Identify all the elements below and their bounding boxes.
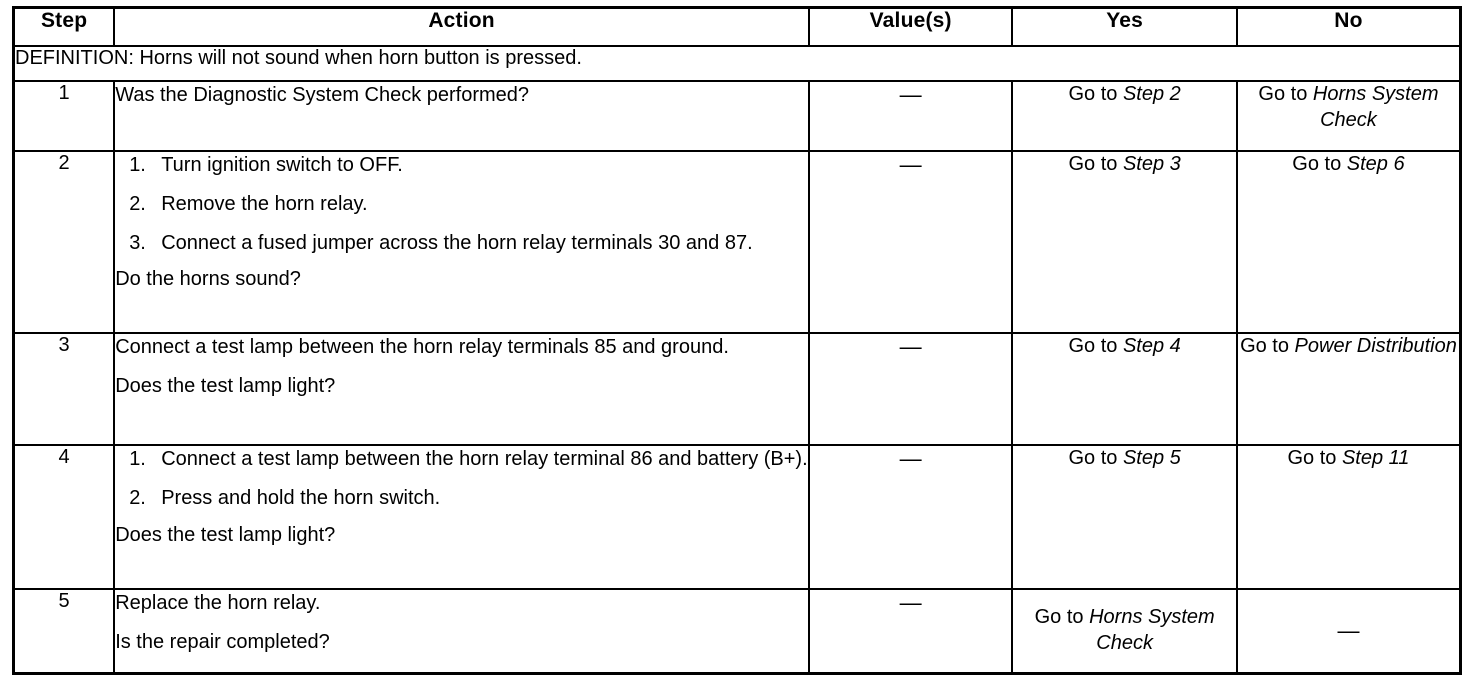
- no-goto-target: Horns System Check: [1312, 83, 1439, 131]
- diagnostic-procedure-table: Step Action Value(s) Yes No DEFINITION: …: [12, 6, 1462, 675]
- definition-text: DEFINITION: Horns will not sound when ho…: [12, 45, 1462, 82]
- action-line: Connect a test lamp between the horn rel…: [115, 336, 729, 358]
- no-branch-cell: Go to Power Distribution: [1235, 332, 1462, 446]
- substep-text: Turn ignition switch to OFF.: [161, 154, 403, 176]
- substep-number: 2.: [129, 192, 146, 215]
- no-goto-prefix: Go to: [1292, 153, 1347, 175]
- step-number: 5: [12, 588, 116, 675]
- yes-goto-target: Step 3: [1122, 153, 1181, 175]
- step-number: 4: [12, 444, 116, 590]
- yes-branch-cell: Go to Step 4: [1011, 332, 1238, 446]
- list-item: 1. Connect a test lamp between the horn r…: [115, 446, 808, 473]
- no-branch-cell: Go to Step 11: [1235, 444, 1462, 590]
- substep-text: Remove the horn relay.: [161, 192, 368, 215]
- action-question: Is the repair completed?: [115, 630, 330, 653]
- no-goto-target: Step 6: [1346, 153, 1405, 175]
- action-cell: Replace the horn relay. Is the repair co…: [113, 588, 810, 675]
- table-header-row: Step Action Value(s) Yes No: [12, 6, 1462, 47]
- substep-number: 1.: [129, 154, 146, 176]
- yes-branch-cell: Go to Step 5: [1011, 444, 1238, 590]
- table-row: 2 1. Turn ignition switch to OFF. 2. Remov…: [12, 150, 1462, 334]
- step-number: 1: [12, 80, 116, 152]
- yes-goto-prefix: Go to: [1068, 335, 1123, 357]
- list-item: 2. Press and hold the horn switch.: [115, 485, 808, 512]
- list-item: 1. Turn ignition switch to OFF.: [115, 152, 808, 179]
- action-question: Does the test lamp light?: [115, 374, 336, 397]
- action-cell: 1. Turn ignition switch to OFF. 2. Remove …: [113, 150, 810, 334]
- no-branch-cell: Go to Horns System Check: [1235, 80, 1462, 152]
- value-cell: —: [807, 444, 1014, 590]
- substep-number: 2.: [129, 486, 146, 509]
- table-row: 1 Was the Diagnostic System Check perfor…: [12, 80, 1462, 152]
- value-cell: —: [807, 150, 1014, 334]
- list-item: 2. Remove the horn relay.: [115, 191, 808, 218]
- action-line: Replace the horn relay.: [115, 592, 321, 614]
- no-branch-cell: —: [1235, 588, 1462, 675]
- yes-goto-target: Step 5: [1122, 447, 1181, 469]
- no-goto-target: Step 11: [1341, 447, 1410, 469]
- step-number: 3: [12, 332, 116, 446]
- substep-number: 1.: [129, 448, 146, 470]
- action-cell: Was the Diagnostic System Check performe…: [113, 80, 810, 152]
- column-header-action: Action: [113, 6, 810, 47]
- value-cell: —: [807, 332, 1014, 446]
- substep-text: Connect a fused jumper across the horn r…: [161, 231, 753, 254]
- column-header-values: Value(s): [807, 6, 1014, 47]
- no-goto-prefix: Go to: [1287, 447, 1342, 469]
- yes-goto-target: Step 2: [1122, 83, 1181, 105]
- substep-list: 1. Turn ignition switch to OFF. 2. Remove …: [115, 152, 808, 256]
- substep-list: 1. Connect a test lamp between the horn r…: [115, 446, 808, 512]
- yes-goto-prefix: Go to: [1068, 153, 1123, 175]
- table-row: 5 Replace the horn relay. Is the repair …: [12, 588, 1462, 675]
- yes-goto-target: Step 4: [1122, 335, 1181, 357]
- no-branch-cell: Go to Step 6: [1235, 150, 1462, 334]
- substep-text: Connect a test lamp between the horn rel…: [161, 448, 808, 470]
- no-goto-prefix: Go to: [1240, 335, 1295, 357]
- yes-goto-prefix: Go to: [1068, 83, 1123, 105]
- table-row: 4 1. Connect a test lamp between the horn…: [12, 444, 1462, 590]
- action-cell: Connect a test lamp between the horn rel…: [113, 332, 810, 446]
- definition-row: DEFINITION: Horns will not sound when ho…: [12, 45, 1462, 82]
- column-header-step: Step: [12, 6, 116, 47]
- action-question: Do the horns sound?: [115, 268, 301, 291]
- yes-branch-cell: Go to Step 3: [1011, 150, 1238, 334]
- value-cell: —: [807, 588, 1014, 675]
- column-header-no: No: [1235, 6, 1462, 47]
- value-cell: —: [807, 80, 1014, 152]
- yes-branch-cell: Go to Horns System Check: [1011, 588, 1238, 675]
- action-line: Was the Diagnostic System Check performe…: [115, 84, 530, 106]
- yes-goto-prefix: Go to: [1068, 447, 1123, 469]
- substep-text: Press and hold the horn switch.: [161, 486, 441, 509]
- action-question: Does the test lamp light?: [115, 523, 336, 546]
- yes-goto-target: Horns System Check: [1089, 606, 1215, 654]
- no-goto-prefix: Go to: [1258, 83, 1313, 105]
- step-number: 2: [12, 150, 116, 334]
- substep-number: 3.: [129, 231, 146, 254]
- no-goto-target: Power Distribution: [1294, 335, 1457, 357]
- action-cell: 1. Connect a test lamp between the horn r…: [113, 444, 810, 590]
- table-row: 3 Connect a test lamp between the horn r…: [12, 332, 1462, 446]
- list-item: 3. Connect a fused jumper across the horn…: [115, 230, 808, 257]
- yes-goto-prefix: Go to: [1034, 606, 1090, 629]
- column-header-yes: Yes: [1011, 6, 1238, 47]
- yes-branch-cell: Go to Step 2: [1011, 80, 1238, 152]
